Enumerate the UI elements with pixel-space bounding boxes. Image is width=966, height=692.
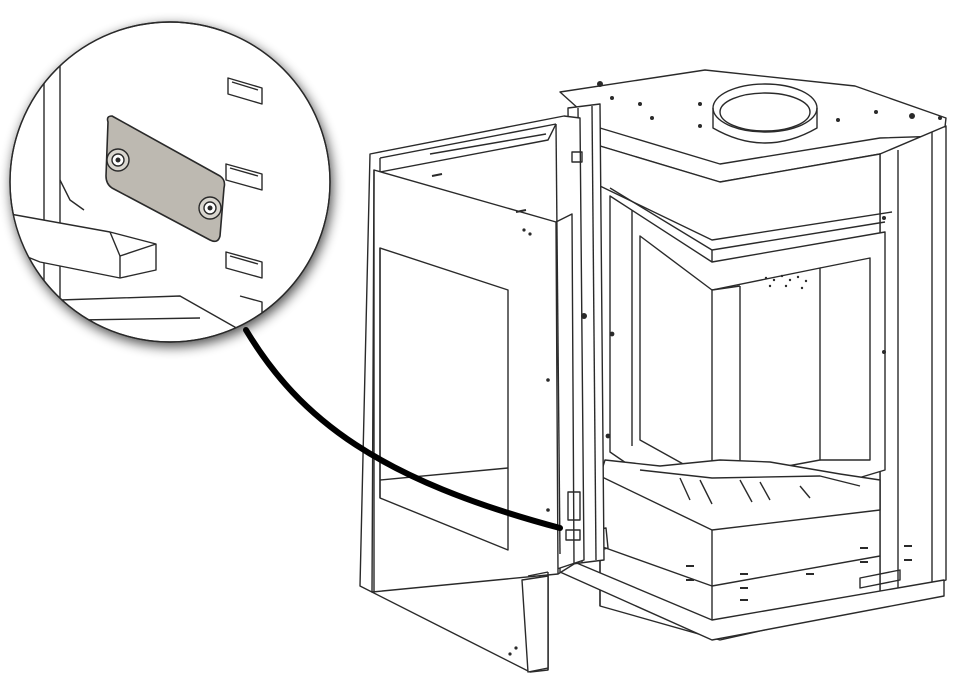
- open-door: [359, 115, 587, 673]
- callout-border: [9, 21, 331, 343]
- door-hinges: [565, 151, 583, 541]
- door-handle: [521, 575, 549, 673]
- callout-slots: [225, 77, 263, 320]
- plate-screws: [106, 148, 222, 220]
- top-bolts: [597, 81, 942, 128]
- fire-grate: [599, 459, 881, 531]
- firebox-opening: [609, 195, 886, 523]
- right-side-panel: [879, 125, 947, 605]
- fireplace-body: [559, 69, 947, 641]
- frame-screws: [605, 216, 886, 439]
- callout-leader-line: [243, 327, 563, 531]
- hinge-mounting-plate: [105, 115, 226, 243]
- detail-callout-contents: [10, 40, 263, 331]
- flue-collar: [712, 83, 818, 133]
- door-top-rail: [379, 123, 557, 173]
- lower-vent-slots: [686, 545, 912, 601]
- door-screws: [508, 228, 587, 656]
- air-holes: [764, 274, 808, 290]
